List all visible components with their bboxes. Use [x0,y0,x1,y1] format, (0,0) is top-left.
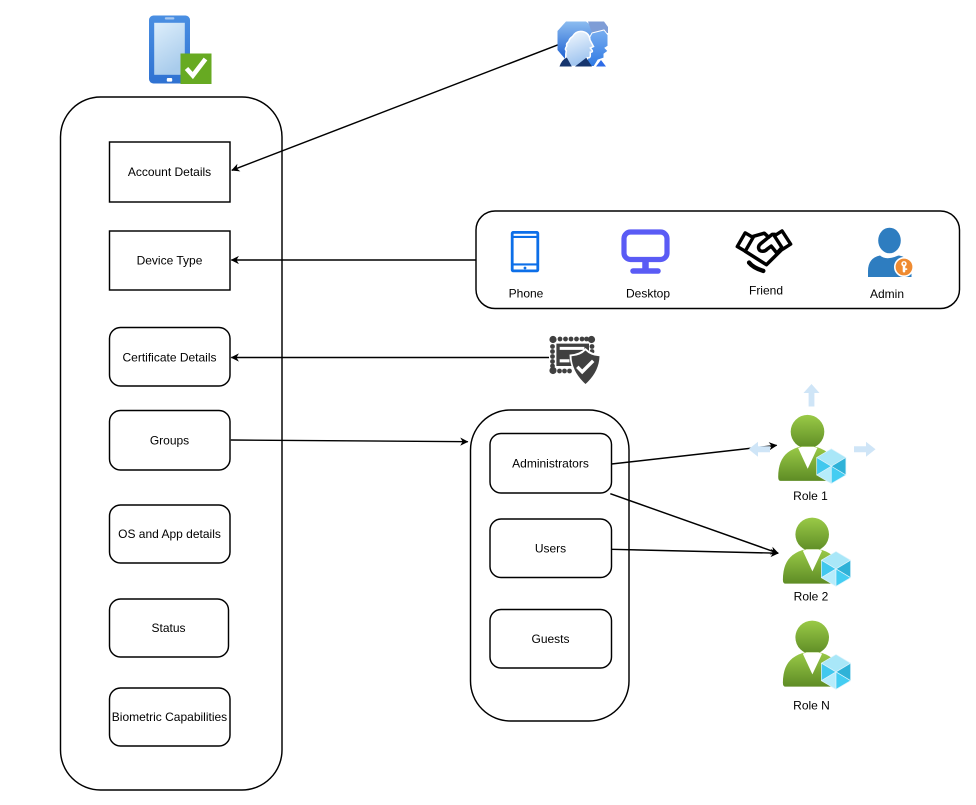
svg-text:Users: Users [535,542,566,556]
svg-text:Friend: Friend [749,284,783,298]
svg-text:Administrators: Administrators [512,457,589,471]
svg-text:Certificate Details: Certificate Details [122,351,216,365]
svg-text:Guests: Guests [531,632,569,646]
svg-text:OS and App details: OS and App details [118,527,221,541]
svg-text:Admin: Admin [870,287,904,301]
svg-text:Desktop: Desktop [626,287,670,301]
svg-text:Account Details: Account Details [128,165,211,179]
svg-text:Groups: Groups [150,434,189,448]
svg-text:Biometric Capabilities: Biometric Capabilities [112,710,227,724]
svg-text:Role 1: Role 1 [793,489,828,503]
svg-text:Role 2: Role 2 [794,590,829,604]
svg-text:Status: Status [151,621,185,635]
svg-text:Role N: Role N [793,699,830,713]
svg-text:Device Type: Device Type [137,254,203,268]
svg-text:Phone: Phone [509,287,544,301]
